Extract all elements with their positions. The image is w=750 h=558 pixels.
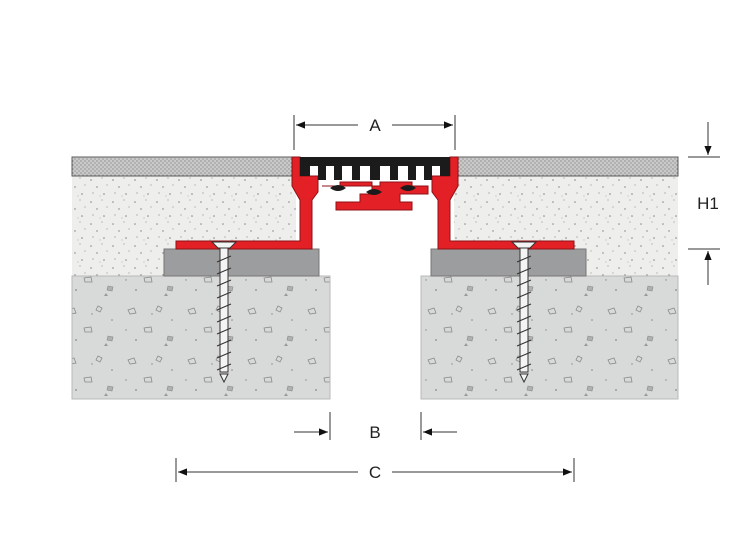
insert-lock-right [400, 185, 416, 191]
substrate-slab-right [420, 275, 679, 400]
dimension-label-b: B [369, 423, 380, 442]
dimension-label-a: A [369, 116, 381, 135]
mortar-bed-left [163, 248, 320, 277]
screw-icon [210, 241, 238, 384]
dimension-a: A [293, 115, 456, 150]
dimension-b: B [294, 412, 457, 442]
substrate-slab-left [71, 275, 331, 400]
insert-lock-left [330, 185, 346, 191]
elastomer-insert [300, 157, 450, 180]
dimension-h1: H1 [688, 122, 720, 285]
floor-covering-right [457, 156, 679, 177]
dimension-label-h1: H1 [697, 194, 719, 213]
mortar-bed-right [430, 248, 587, 277]
dimension-c: C [175, 458, 575, 482]
insert-lock-mid [366, 189, 382, 195]
floor-covering-left [71, 156, 295, 177]
dimension-label-c: C [369, 463, 381, 482]
screw-icon [510, 241, 538, 384]
